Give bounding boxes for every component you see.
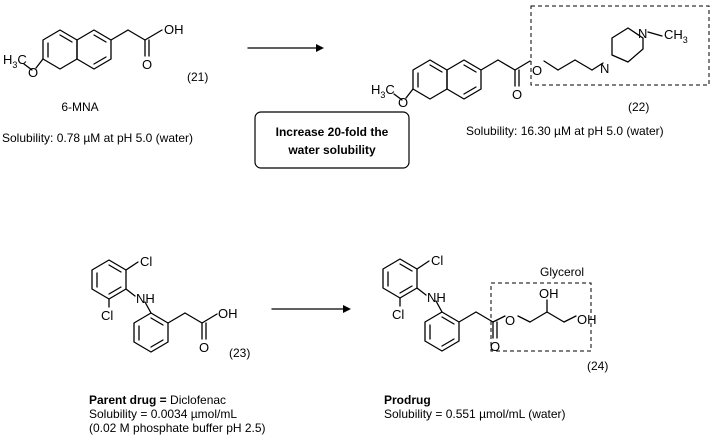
solubility-23: Solubility = 0.0034 µmol/mL bbox=[89, 407, 237, 421]
compound-number-21: (21) bbox=[187, 70, 208, 84]
glycerol-highlight-box bbox=[490, 282, 592, 352]
atom-o: O bbox=[505, 313, 515, 328]
label-23: Parent drug = Diclofenac bbox=[89, 393, 226, 407]
structure-21 bbox=[23, 29, 163, 71]
reaction-arrow-top bbox=[247, 44, 324, 52]
solubility-24: Solubility = 0.551 µmol/mL (water) bbox=[384, 407, 566, 421]
atom-n: N bbox=[638, 26, 647, 41]
atom-o: O bbox=[398, 95, 408, 110]
atom-cl: Cl bbox=[101, 308, 113, 323]
atom-cl: Cl bbox=[392, 307, 404, 322]
buffer-23: (0.02 M phosphate buffer pH 2.5) bbox=[89, 421, 266, 435]
atom-oh: OH bbox=[539, 286, 559, 301]
atom-h3c: H3C bbox=[3, 52, 27, 70]
atom-o: O bbox=[199, 340, 209, 355]
atom-cl: Cl bbox=[140, 254, 152, 269]
callout-line-1: Increase 20-fold the bbox=[276, 125, 389, 139]
atom-oh: OH bbox=[218, 306, 238, 321]
atom-o: O bbox=[512, 87, 522, 102]
structure-22 bbox=[393, 27, 663, 101]
solubility-22: Solubility: 16.30 µM at pH 5.0 (water) bbox=[466, 124, 664, 138]
solubility-callout-box bbox=[254, 111, 410, 169]
atom-n: N bbox=[600, 61, 609, 76]
compound-name-21: 6-MNA bbox=[61, 100, 98, 114]
atom-o: O bbox=[28, 65, 38, 80]
glycerol-label: Glycerol bbox=[540, 265, 584, 279]
reaction-arrow-bottom bbox=[271, 305, 351, 313]
solubility-21: Solubility: 0.78 µM at pH 5.0 (water) bbox=[2, 131, 193, 145]
atom-nh: NH bbox=[136, 291, 155, 306]
structure-24 bbox=[382, 258, 577, 352]
compound-number-23: (23) bbox=[229, 346, 250, 360]
atom-o: O bbox=[532, 63, 542, 78]
structure-23 bbox=[91, 259, 218, 353]
compound-number-22: (22) bbox=[628, 100, 649, 114]
atom-ch3: CH3 bbox=[664, 27, 688, 45]
atom-o: O bbox=[490, 339, 500, 354]
label-24: Prodrug bbox=[384, 393, 431, 407]
atom-cl: Cl bbox=[431, 253, 443, 268]
ethylpiperazine-highlight-box bbox=[530, 5, 710, 86]
atom-h3c: H3C bbox=[371, 82, 395, 100]
atom-nh: NH bbox=[427, 290, 446, 305]
atom-oh: OH bbox=[164, 22, 184, 37]
atom-oh: OH bbox=[577, 312, 597, 327]
atom-o: O bbox=[142, 57, 152, 72]
callout-line-2: water solubility bbox=[287, 143, 376, 157]
compound-number-24: (24) bbox=[587, 359, 608, 373]
